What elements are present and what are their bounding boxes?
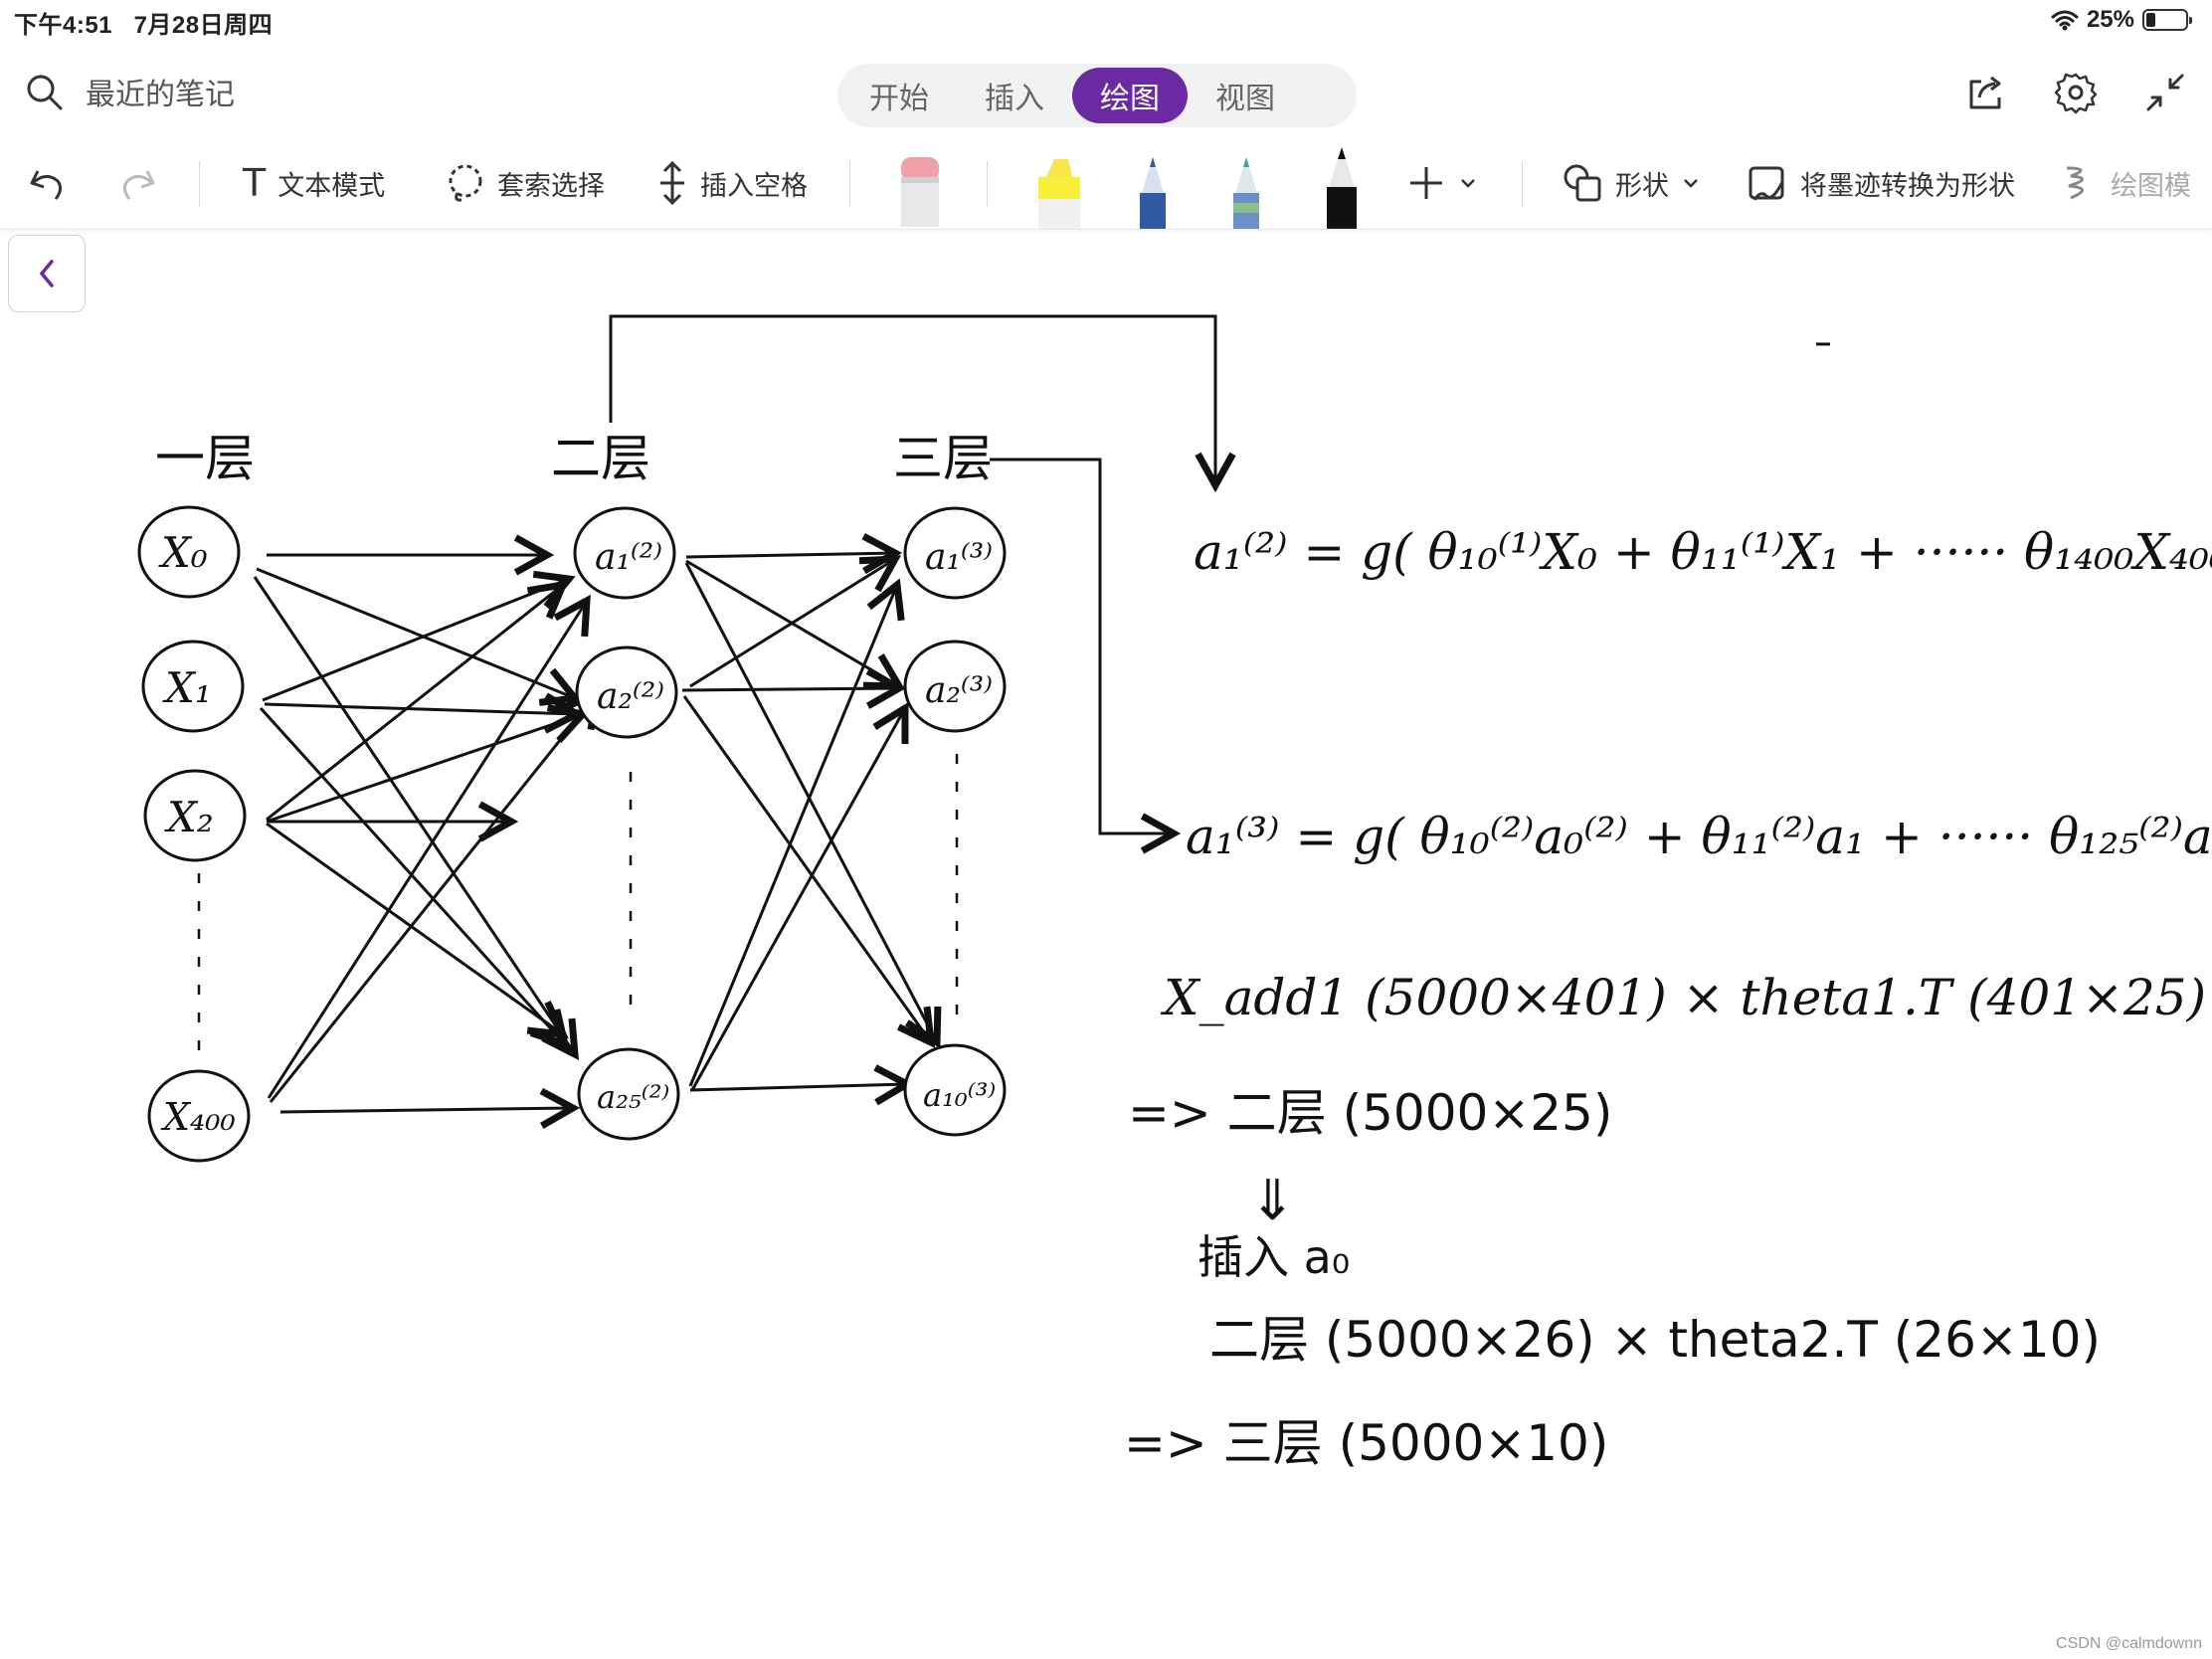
status-indicators: 25% — [2051, 6, 2192, 34]
watermark: CSDN @calmdownn — [2056, 1635, 2202, 1652]
text-mode-icon: T — [243, 161, 267, 205]
layer1-node: X₀ — [137, 505, 241, 599]
result-layer2-shape: => 二层 (5000×25) — [1128, 1084, 1612, 1142]
chevron-down-icon — [1684, 179, 1698, 188]
battery-percent: 25% — [2086, 6, 2134, 33]
pen-blue-tool[interactable] — [1128, 137, 1178, 229]
text-mode-label: 文本模式 — [277, 170, 386, 201]
add-pen-button[interactable] — [1406, 137, 1478, 229]
share-icon[interactable] — [1963, 70, 2009, 115]
status-time: 下午4:51 7月28日周四 — [14, 12, 274, 39]
search-icon — [27, 75, 63, 110]
insert-space-button[interactable]: 插入空格 — [656, 137, 808, 229]
chevron-left-icon — [39, 260, 54, 287]
svg-text:X₀: X₀ — [158, 528, 208, 577]
layer3-node: a₁₀⁽³⁾ — [903, 1043, 1007, 1137]
svg-text:a₁⁽³⁾: a₁⁽³⁾ — [925, 537, 993, 578]
lasso-select-label: 套索选择 — [497, 170, 605, 201]
tab-draw[interactable]: 绘图 — [1072, 68, 1188, 123]
insert-a0-note: 插入 a₀ — [1198, 1230, 1350, 1284]
svg-text:X₂: X₂ — [164, 793, 214, 841]
lasso-select-button[interactable]: 套索选择 — [446, 137, 605, 229]
search-label: 最近的笔记 — [86, 79, 235, 111]
layer2-node: a₂₅⁽²⁾ — [577, 1047, 680, 1141]
ink-to-math-button[interactable]: 绘图模 — [2061, 137, 2191, 229]
svg-text:a₂⁽³⁾: a₂⁽³⁾ — [925, 670, 993, 711]
equation-a1-layer3: a₁⁽³⁾ = g( θ₁₀⁽²⁾a₀⁽²⁾ + θ₁₁⁽²⁾a₁ + ····… — [1186, 808, 2212, 865]
draw-toolbar: T 文本模式 套索选择 插入空格 — [0, 137, 2212, 230]
layer3-label: 三层 — [893, 430, 993, 487]
tab-home[interactable]: 开始 — [869, 83, 929, 115]
shapes-button[interactable]: 形状 — [1562, 137, 1701, 229]
plus-icon — [1410, 167, 1442, 199]
redo-icon[interactable] — [115, 137, 159, 229]
svg-text:X₄₀₀: X₄₀₀ — [160, 1095, 236, 1139]
result-layer3-shape: => 三层 (5000×10) — [1124, 1414, 1608, 1472]
svg-text:a₂⁽²⁾: a₂⁽²⁾ — [597, 676, 664, 717]
ink-to-shape-button[interactable]: 将墨迹转换为形状 — [1747, 137, 2015, 229]
shapes-label: 形状 — [1615, 170, 1669, 201]
top-bar: 最近的笔记 开始 插入 绘图 视图 — [0, 52, 2212, 137]
settings-gear-icon[interactable] — [2053, 70, 2099, 115]
tab-view[interactable]: 视图 — [1215, 83, 1275, 115]
ink-to-shape-icon — [1749, 166, 1784, 201]
layer2-label: 二层 — [551, 430, 650, 487]
undo-icon[interactable] — [26, 137, 70, 229]
battery-icon — [2142, 9, 2192, 31]
layer1-node: X₂ — [143, 769, 247, 862]
status-date: 7月28日周四 — [133, 12, 274, 39]
svg-text:X₁: X₁ — [162, 663, 212, 712]
search-recent-notes[interactable]: 最近的笔记 — [24, 70, 235, 113]
ribbon-tabs: 开始 插入 绘图 视图 — [837, 64, 1357, 127]
pen-galaxy-tool[interactable] — [1221, 137, 1271, 229]
matrix-product-layer1: X_add1 (5000×401) × theta1.T (401×25) — [1160, 969, 2206, 1026]
bracket-connector-top — [609, 314, 1215, 485]
layer1-node: X₁ — [141, 640, 245, 733]
layer3-node: a₁⁽³⁾ — [903, 506, 1007, 600]
top-actions — [1963, 70, 2188, 115]
matrix-product-layer2: 二层 (5000×26) × theta2.T (26×10) — [1209, 1311, 2101, 1369]
text-mode-button[interactable]: T 文本模式 — [243, 137, 385, 229]
highlighter-yellow-tool[interactable] — [1028, 137, 1088, 229]
back-button[interactable] — [8, 235, 86, 312]
connections-layer2-to-layer3 — [681, 553, 937, 1090]
note-canvas[interactable]: 一层 二层 三层 X₀ X₁ — [0, 229, 2212, 1659]
chevron-down-icon — [1461, 179, 1475, 188]
shapes-icon — [1564, 164, 1601, 202]
svg-text:a₂₅⁽²⁾: a₂₅⁽²⁾ — [597, 1078, 669, 1116]
pen-black-tool[interactable] — [1315, 137, 1369, 229]
layer3-node: a₂⁽³⁾ — [903, 640, 1007, 733]
eraser-tool[interactable] — [895, 137, 945, 229]
lasso-icon — [449, 164, 482, 202]
status-bar: 下午4:51 7月28日周四 25% — [0, 0, 2212, 40]
bracket-connector-middle — [990, 458, 1174, 833]
collapse-icon[interactable] — [2142, 70, 2188, 115]
connections-layer1-to-layer2 — [253, 555, 597, 1112]
layer2-node: a₁⁽²⁾ — [573, 506, 676, 600]
ink-to-math-label: 绘图模 — [2111, 170, 2191, 201]
layer1-label: 一层 — [155, 430, 255, 487]
equation-a1-layer2: a₁⁽²⁾ = g( θ₁₀⁽¹⁾X₀ + θ₁₁⁽¹⁾X₁ + ······ … — [1194, 523, 2212, 581]
ink-to-math-icon — [2066, 166, 2084, 200]
layer1-node: X₄₀₀ — [147, 1069, 251, 1163]
layer2-node: a₂⁽²⁾ — [575, 645, 678, 739]
insert-space-label: 插入空格 — [700, 170, 808, 201]
svg-text:a₁⁽²⁾: a₁⁽²⁾ — [595, 537, 662, 578]
ink-to-shape-label: 将墨迹转换为形状 — [1800, 170, 2015, 201]
insert-space-icon — [660, 161, 684, 205]
down-arrow: ⇓ — [1249, 1169, 1296, 1233]
tab-insert[interactable]: 插入 — [985, 83, 1044, 115]
svg-text:a₁₀⁽³⁾: a₁₀⁽³⁾ — [923, 1076, 996, 1114]
wifi-icon — [2051, 10, 2079, 31]
